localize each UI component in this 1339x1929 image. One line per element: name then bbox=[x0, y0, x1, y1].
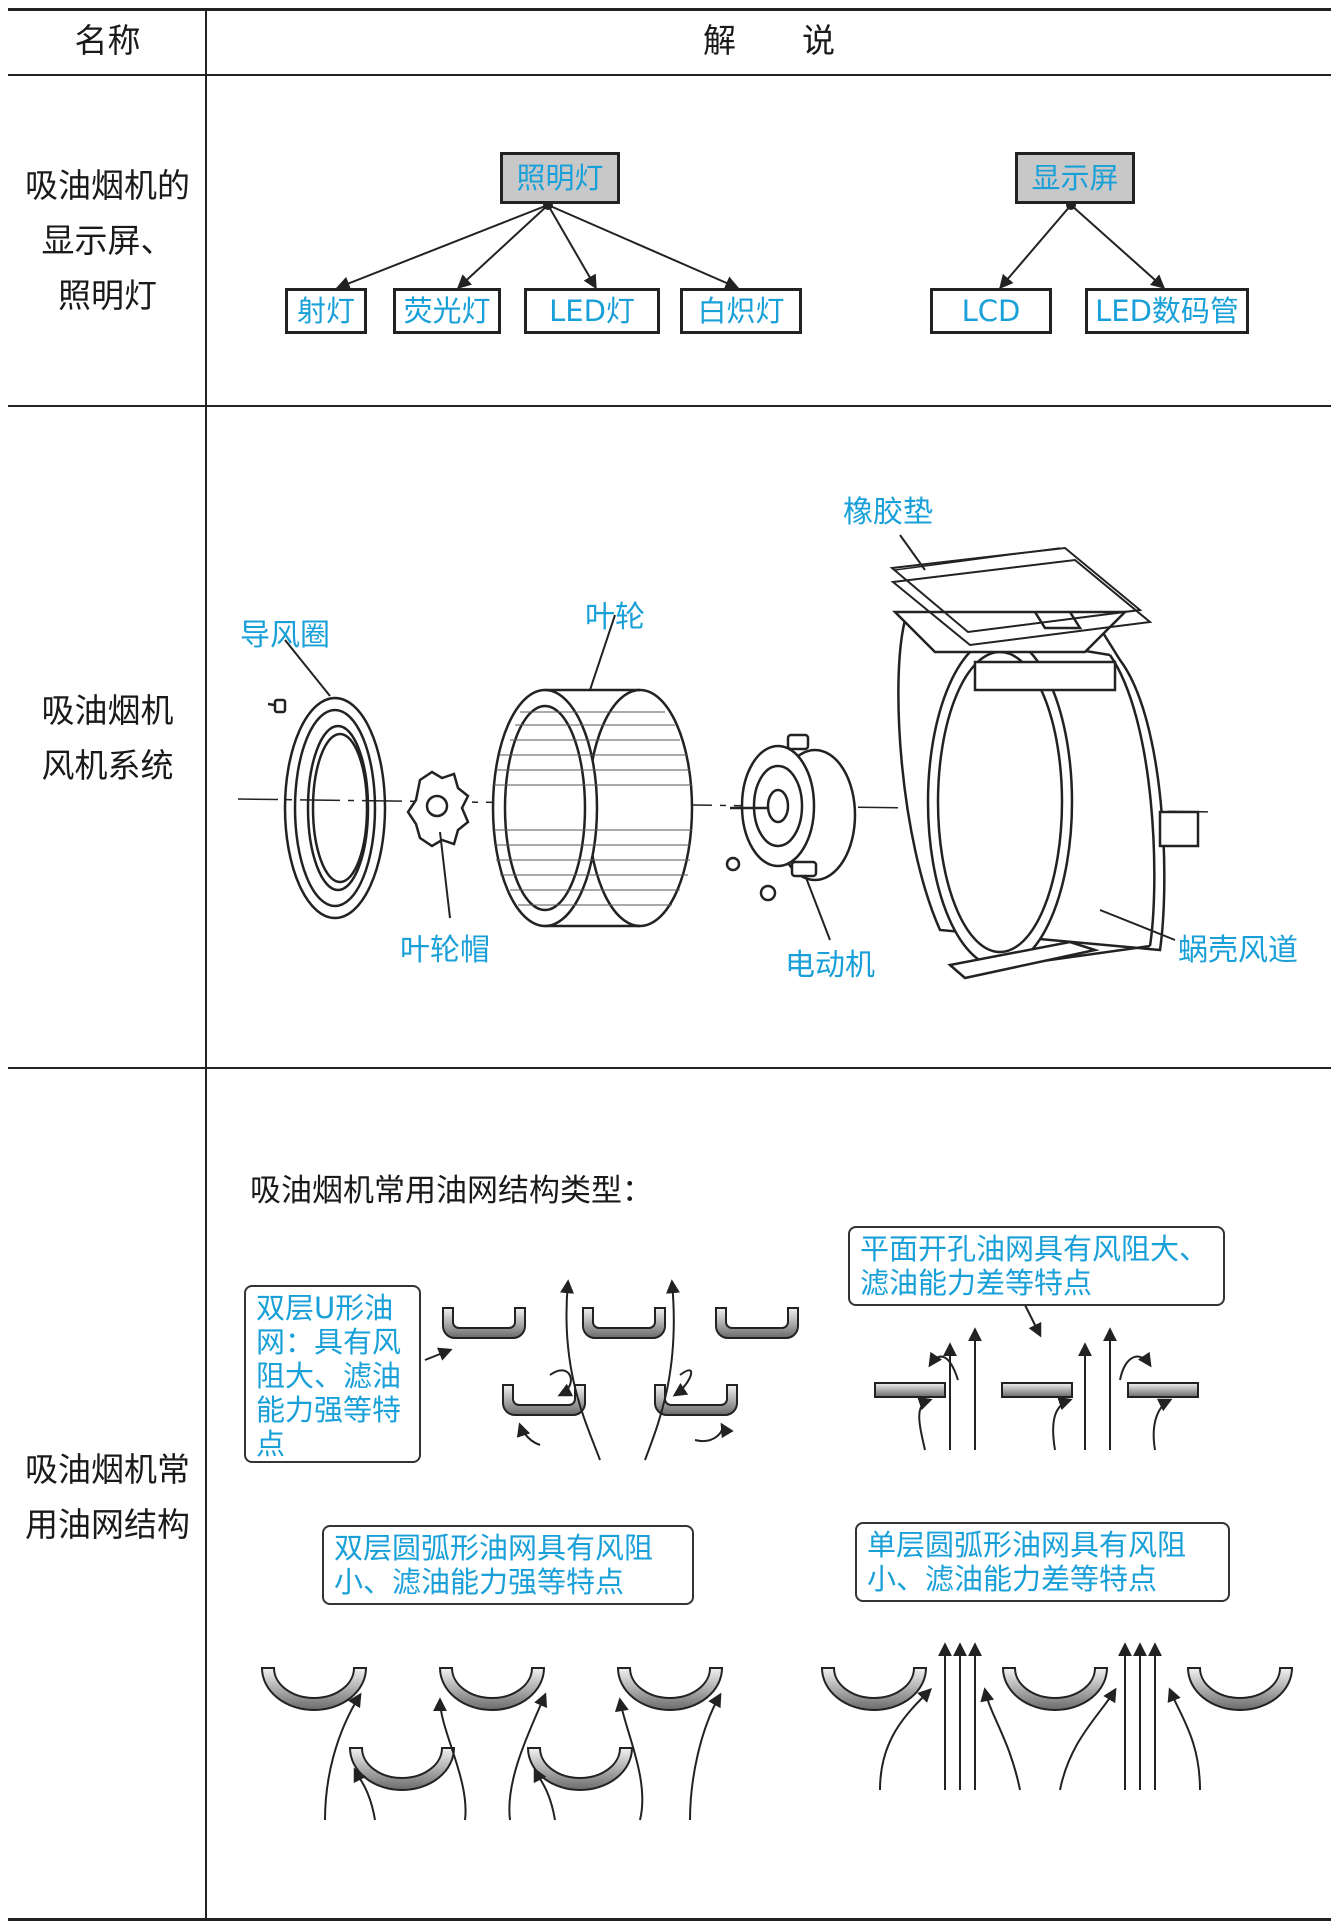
header-divider bbox=[8, 74, 1331, 76]
row3-name: 吸油烟机常 用油网结构 bbox=[25, 1450, 190, 1544]
lighting-child-incandescent: 白炽灯 bbox=[680, 288, 802, 334]
label-motor: 电动机 bbox=[785, 948, 875, 983]
display-child-led-tube: LED数码管 bbox=[1085, 288, 1249, 334]
column-divider bbox=[205, 8, 207, 1921]
label-guide-ring: 导风圈 bbox=[240, 618, 330, 653]
row-divider-2 bbox=[8, 1067, 1331, 1069]
label-impeller-cap: 叶轮帽 bbox=[400, 933, 490, 968]
display-child-lcd: LCD bbox=[930, 288, 1052, 334]
header-description: 解 说 bbox=[703, 21, 835, 60]
row1-name: 吸油烟机的 显示屏、 照明灯 bbox=[25, 166, 190, 315]
table-bottom-border bbox=[8, 1918, 1331, 1921]
callout-single-arc: 单层圆弧形油网具有风阻 小、滤油能力差等特点 bbox=[855, 1522, 1230, 1602]
row2-name: 吸油烟机 风机系统 bbox=[41, 691, 174, 785]
lighting-child-led: LED灯 bbox=[524, 288, 660, 334]
label-impeller: 叶轮 bbox=[585, 600, 645, 635]
table-top-border bbox=[8, 8, 1331, 11]
callout-u-shape: 双层U形油 网：具有风 阻大、滤油 能力强等特 点 bbox=[244, 1285, 421, 1463]
label-volute-duct: 蜗壳风道 bbox=[1178, 933, 1298, 968]
callout-double-arc: 双层圆弧形油网具有风阻 小、滤油能力强等特点 bbox=[322, 1525, 694, 1605]
display-root-box: 显示屏 bbox=[1015, 152, 1135, 204]
row-divider-1 bbox=[8, 405, 1331, 407]
lighting-root-box: 照明灯 bbox=[500, 152, 620, 204]
callout-flat: 平面开孔油网具有风阻大、 滤油能力差等特点 bbox=[848, 1226, 1225, 1306]
label-rubber-pad: 橡胶垫 bbox=[843, 495, 933, 530]
lighting-child-spot: 射灯 bbox=[285, 288, 367, 334]
filter-intro-text: 吸油烟机常用油网结构类型： bbox=[250, 1173, 653, 1209]
lighting-child-fluorescent: 荧光灯 bbox=[393, 288, 501, 334]
header-name: 名称 bbox=[74, 21, 141, 60]
